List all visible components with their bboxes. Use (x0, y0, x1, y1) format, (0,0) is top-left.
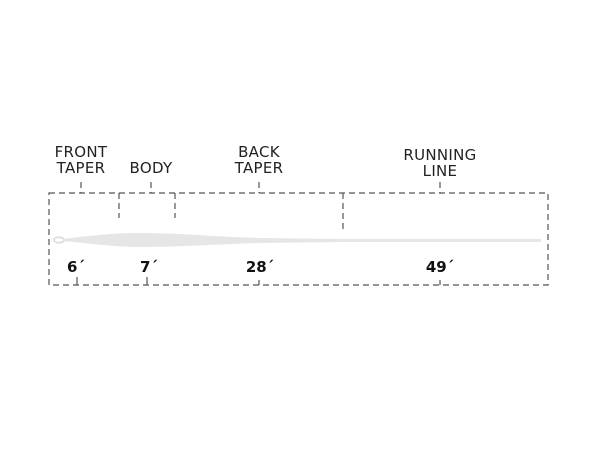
length-back-taper: 28´ (245, 258, 275, 276)
label-body: BODY (130, 160, 173, 176)
label-line: BODY (129, 159, 173, 177)
label-line: FRONT (54, 143, 108, 161)
label-line: LINE (422, 162, 458, 180)
fly-line-shape (62, 233, 541, 247)
loop-icon (53, 236, 65, 244)
label-front-taper: FRONT TAPER (55, 144, 108, 176)
length-front-taper: 6´ (67, 258, 85, 276)
label-back-taper: BACK TAPER (235, 144, 284, 176)
dashed-frame (48, 192, 549, 286)
length-body: 7´ (140, 258, 158, 276)
label-line: RUNNING (403, 146, 477, 164)
length-running-line: 49´ (425, 258, 455, 276)
label-line: TAPER (56, 159, 106, 177)
label-line: TAPER (234, 159, 284, 177)
label-line: BACK (238, 143, 280, 161)
label-running-line: RUNNING LINE (403, 147, 476, 179)
